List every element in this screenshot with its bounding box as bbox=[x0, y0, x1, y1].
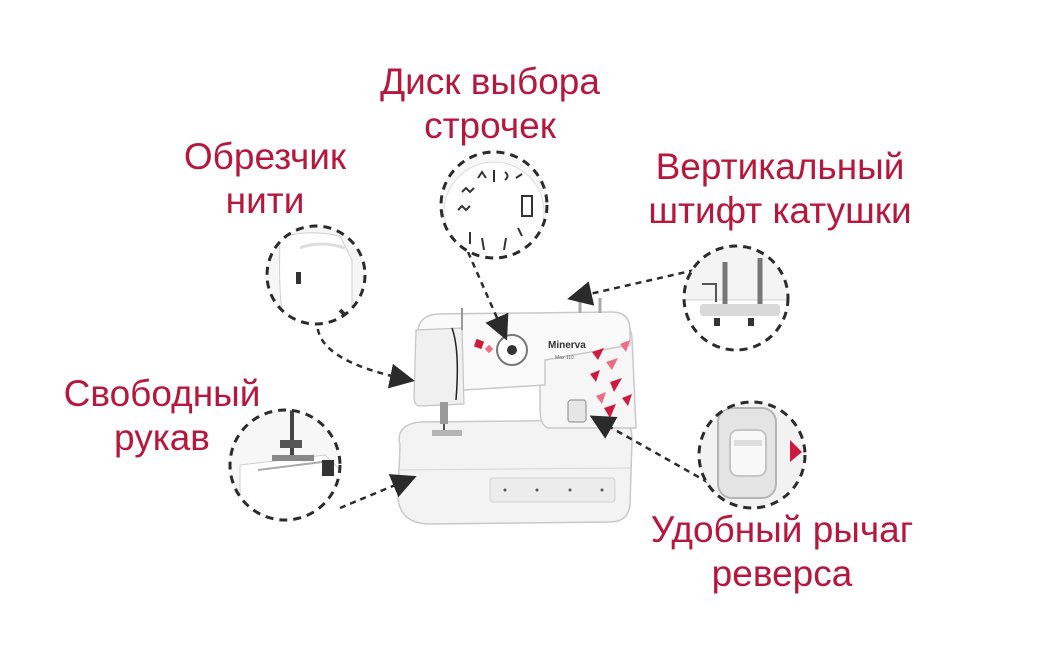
label-free-arm-line-1: Свободный bbox=[63, 373, 261, 414]
thread-cutter-zoom bbox=[265, 224, 367, 326]
label-free-arm-line-2: рукав bbox=[114, 417, 210, 458]
label-spool-pin-line-2: штифт катушки bbox=[648, 190, 912, 231]
sewing-machine: Minerva Max 110 bbox=[397, 296, 637, 525]
spool-pin-zoom bbox=[682, 244, 790, 352]
brand-model: Max 110 bbox=[555, 355, 574, 361]
reverse-lever-icon bbox=[717, 407, 802, 499]
label-reverse-lever-line-2: реверса bbox=[711, 553, 853, 594]
stitch-dial-zoom bbox=[439, 150, 549, 260]
label-thread-cutter-line-1: Обрезчик bbox=[183, 136, 347, 177]
label-reverse-lever-line-1: Удобный рычаг bbox=[650, 509, 914, 550]
label-thread-cutter-line-2: нити bbox=[225, 180, 305, 221]
brand-logo: Minerva bbox=[548, 340, 586, 351]
decorative-pattern bbox=[590, 340, 632, 418]
label-reverse-lever: Удобный рычаг реверса bbox=[632, 508, 932, 596]
label-stitch-dial: Диск выбора строчек bbox=[360, 60, 620, 148]
label-spool-pin: Вертикальный штифт катушки bbox=[630, 145, 930, 233]
label-spool-pin-line-1: Вертикальный bbox=[655, 146, 905, 187]
label-stitch-dial-line-2: строчек bbox=[424, 105, 556, 146]
label-thread-cutter: Обрезчик нити bbox=[160, 135, 370, 223]
label-free-arm: Свободный рукав bbox=[52, 372, 272, 460]
reverse-lever-zoom bbox=[697, 400, 807, 510]
leader-lines bbox=[316, 251, 719, 510]
stitch-dial-icon bbox=[443, 161, 545, 258]
label-stitch-dial-line-1: Диск выбора bbox=[380, 61, 600, 102]
